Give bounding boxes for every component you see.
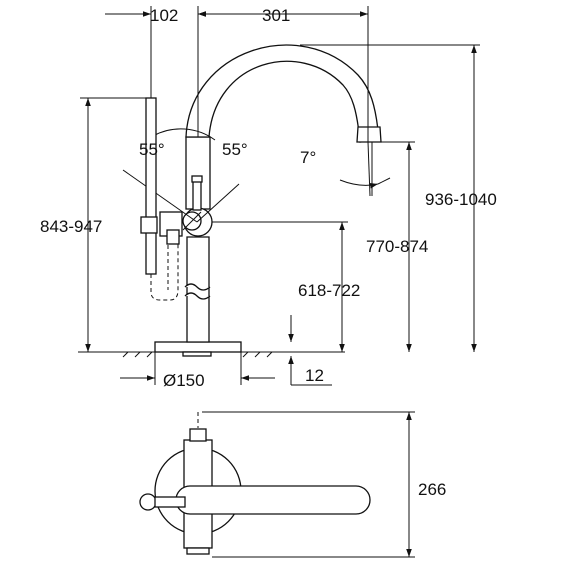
label-handshower-height: 843-947: [40, 217, 102, 236]
angle-arc: [152, 128, 216, 141]
mixer-lever-axis: [182, 211, 202, 231]
plan-knob: [139, 493, 157, 511]
label-base-diameter: Ø150: [163, 371, 205, 390]
spout-tip: [356, 126, 382, 143]
plan-knob-stem: [154, 496, 186, 508]
tilt-arc: [339, 179, 379, 189]
base-plate: [154, 341, 242, 353]
elevation-view: 102 301 55° 55° 7° 843-947 936-1040 770-…: [40, 6, 497, 390]
main-column: [186, 236, 210, 343]
floor-hatch: [122, 351, 273, 358]
tilt-leader: [377, 177, 391, 185]
label-outlet-height: 770-874: [366, 237, 428, 256]
base-plate-foot: [182, 351, 212, 357]
label-base-thickness: 12: [305, 366, 324, 385]
label-spout-tilt: 7°: [300, 148, 316, 167]
label-angle-left: 55°: [139, 140, 165, 159]
hand-shower: [145, 97, 157, 275]
spout-axis: [367, 141, 371, 197]
plan-top-fitting: [189, 428, 207, 442]
shower-holder-nut: [166, 229, 180, 245]
label-angle-right: 55°: [222, 140, 248, 159]
angle-line-left: [122, 169, 198, 223]
label-total-height: 936-1040: [425, 190, 497, 209]
label-side-offset: 102: [150, 6, 178, 25]
mixer-lever-tip: [191, 175, 203, 183]
plan-bottom-end: [186, 547, 210, 555]
column-break-mark: [184, 283, 211, 300]
angle-line-right: [196, 183, 240, 223]
label-plan-depth: 266: [418, 480, 446, 499]
label-lever-height: 618-722: [298, 281, 360, 300]
plan-view: 266: [139, 411, 446, 558]
hand-shower-grip: [140, 216, 158, 234]
spout: [185, 44, 380, 143]
plan-spout: [175, 485, 371, 515]
mixer-lever-stem: [192, 179, 202, 211]
label-spout-reach: 301: [262, 6, 290, 25]
shower-hose-dashed: [150, 244, 179, 301]
